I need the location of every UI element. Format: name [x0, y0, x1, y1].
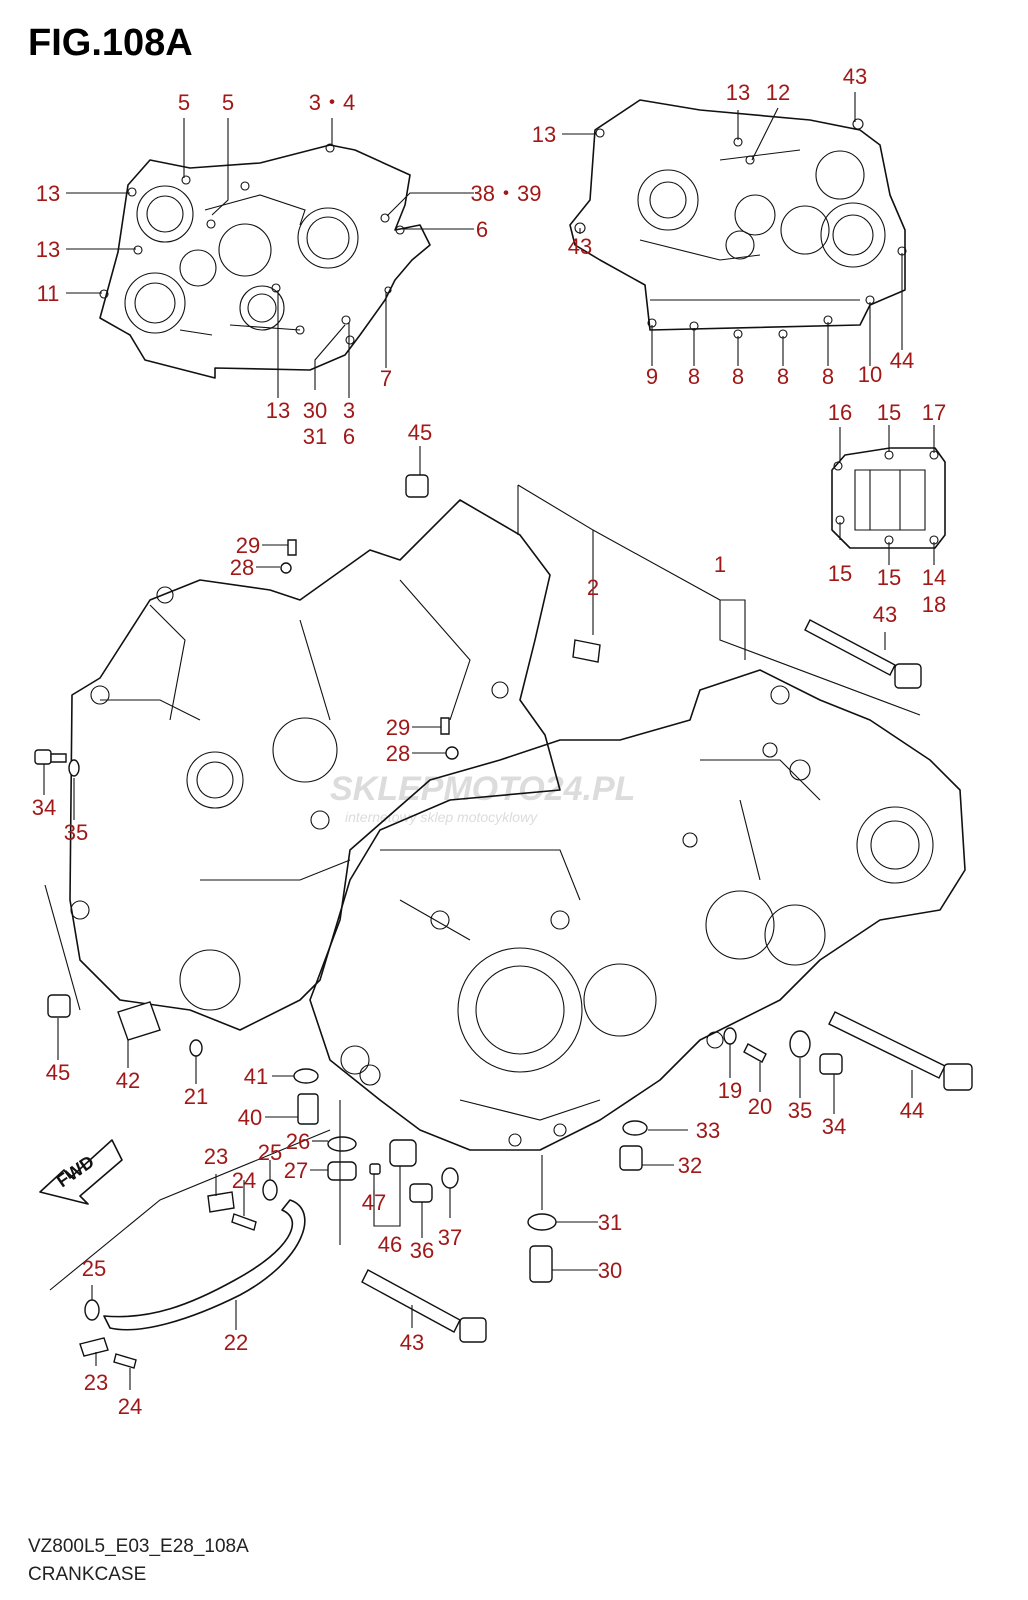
figure-title: FIG.108A — [28, 22, 193, 64]
callout-label: 14 — [922, 565, 946, 590]
callout-label: 21 — [184, 1084, 208, 1109]
callout-label: 30 — [303, 398, 327, 423]
callout-label: 46 — [378, 1232, 402, 1257]
cover-plate-inset — [831, 447, 946, 549]
callout-label: 13 — [36, 237, 60, 262]
callout-label: 11 — [37, 281, 60, 306]
callout-label: 35 — [64, 820, 88, 845]
callout-label: 43 — [873, 602, 897, 627]
callout-label: 29 — [236, 533, 260, 558]
callout-label: 43 — [400, 1330, 424, 1355]
fwd-label: FWD — [53, 1151, 98, 1191]
callout-label: 13 — [36, 181, 60, 206]
callout-label: 5 — [222, 90, 234, 115]
callout-label: 13 — [532, 122, 556, 147]
callout-label: 8 — [688, 364, 700, 389]
callout-label: 45 — [46, 1060, 70, 1085]
callout-label: 30 — [598, 1258, 622, 1283]
callout-label: 16 — [828, 400, 852, 425]
left-case-half-inset — [99, 143, 431, 379]
watermark-sub: internetowy sklep motocyklowy — [345, 809, 538, 825]
callout-label: 20 — [748, 1094, 772, 1119]
callout-label: 3 — [343, 398, 355, 423]
callout-label: 47 — [362, 1190, 386, 1215]
callout-label: 12 — [766, 80, 790, 105]
small-parts: FWD — [34, 474, 973, 1369]
callout-label: 43 — [568, 234, 592, 259]
right-case-half-inset — [569, 99, 907, 339]
callout-label: 3・4 — [309, 90, 355, 115]
callout-label: 25 — [258, 1140, 282, 1165]
callout-label: 34 — [822, 1114, 846, 1139]
callout-label: 29 — [386, 715, 410, 740]
callout-label: 41 — [244, 1064, 268, 1089]
callout-label: 32 — [678, 1153, 702, 1178]
callout-label: 8 — [822, 364, 834, 389]
callout-label: 15 — [877, 400, 901, 425]
leader-lines — [43, 92, 935, 1390]
callout-label: 28 — [386, 741, 410, 766]
callout-label: 13 — [726, 80, 750, 105]
callout-label: 23 — [84, 1370, 108, 1395]
callout-label: 44 — [900, 1098, 924, 1123]
callout-label: 31 — [598, 1210, 622, 1235]
watermark-main: SKLEPMOTO24.PL — [330, 770, 635, 808]
callout-label: 28 — [230, 555, 254, 580]
fwd-arrow: FWD — [39, 1139, 123, 1205]
callout-label: 38・39 — [471, 181, 542, 206]
callout-label: 26 — [286, 1129, 310, 1154]
callout-label: 37 — [438, 1225, 462, 1250]
callout-label: 9 — [646, 364, 658, 389]
callout-label: 33 — [696, 1118, 720, 1143]
callout-label: 13 — [266, 398, 290, 423]
callout-label: 15 — [828, 561, 852, 586]
crankcase-assembly — [69, 499, 966, 1151]
callout-label: 23 — [204, 1144, 228, 1169]
callout-label: 22 — [224, 1330, 248, 1355]
callout-label: 2 — [587, 575, 599, 600]
callout-label: 24 — [232, 1168, 256, 1193]
callout-label: 27 — [284, 1158, 308, 1183]
callout-label: 31 — [303, 424, 327, 449]
callout-label: 45 — [408, 420, 432, 445]
callout-label: 25 — [82, 1256, 106, 1281]
callout-label: 10 — [858, 362, 882, 387]
callout-label: 44 — [890, 348, 914, 373]
callout-label: 24 — [118, 1394, 142, 1419]
callout-label: 36 — [410, 1238, 434, 1263]
figure-code: VZ800L5_E03_E28_108A — [28, 1536, 249, 1557]
callout-label: 1 — [714, 552, 726, 577]
callout-label: 19 — [718, 1078, 742, 1103]
callout-label: 18 — [922, 592, 946, 617]
callout-label: 40 — [238, 1105, 262, 1130]
callout-label: 43 — [843, 64, 867, 89]
callout-label: 8 — [732, 364, 744, 389]
callout-label: 8 — [777, 364, 789, 389]
callout-labels: 5 5 3・4 13 13 11 38・39 6 7 13 30 31 3 6 … — [32, 64, 946, 1419]
callout-label: 7 — [380, 366, 392, 391]
callout-label: 17 — [922, 400, 946, 425]
callout-label: 35 — [788, 1098, 812, 1123]
callout-label: 34 — [32, 795, 56, 820]
callout-label: 6 — [476, 217, 488, 242]
figure-name: CRANKCASE — [28, 1564, 147, 1585]
callout-label: 42 — [116, 1068, 140, 1093]
callout-label: 15 — [877, 565, 901, 590]
callout-label: 6 — [343, 424, 355, 449]
callout-label: 5 — [178, 90, 190, 115]
